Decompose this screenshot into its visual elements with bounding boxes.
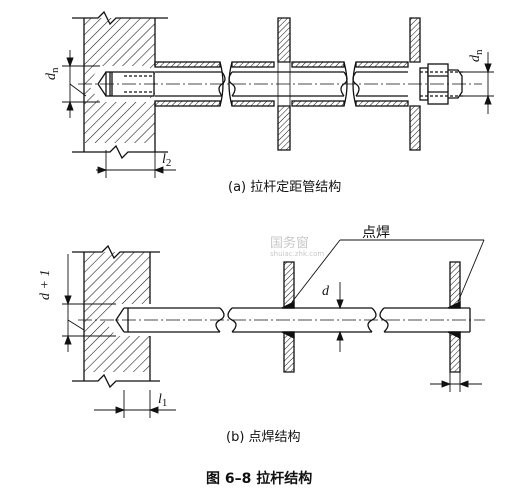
dim-dn-right-sub: n — [473, 49, 485, 56]
dim-label-dn-right: dn — [468, 50, 485, 63]
dim-d-rod — [336, 282, 344, 352]
dim-l2-sub: 2 — [165, 157, 172, 169]
dim-l2 — [96, 150, 176, 178]
dim-label-dn-left: dn — [44, 68, 61, 81]
figure-caption: 图 6–8 拉杆结构 — [206, 471, 313, 487]
caption-b: (b) 点焊结构 — [226, 430, 301, 445]
dim-l1-main: l — [158, 392, 162, 407]
baffle-plates-b — [281, 261, 461, 373]
baffle-plates-a — [277, 17, 421, 151]
dim-dn-right — [462, 52, 494, 114]
dim-dn-right-main: d — [468, 55, 483, 62]
dim-baffle-thickness — [430, 372, 482, 392]
dim-label-d-plus-1: d + 1 — [38, 269, 53, 300]
dim-l2-main: l — [162, 152, 166, 167]
watermark: 国务窗 — [270, 232, 309, 251]
dim-dn-left-main: d — [44, 73, 59, 80]
watermark-url: shuiac.zhk.com — [270, 250, 325, 258]
dim-l1 — [94, 390, 176, 418]
weld-label: 点焊 — [362, 225, 390, 241]
diagram-b — [62, 239, 485, 418]
dim-label-l1: l1 — [158, 392, 167, 409]
diagram-a — [62, 10, 494, 178]
dim-l1-sub: 1 — [161, 397, 168, 409]
dim-label-d-rod: d — [322, 284, 329, 299]
watermark-title: 国务窗 — [270, 236, 310, 251]
dim-dn-left-sub: n — [49, 67, 61, 74]
dim-label-l2: l2 — [162, 152, 171, 169]
dim-d-plus-1 — [62, 254, 116, 352]
tube-sheet-b — [72, 244, 160, 389]
dim-dn-left — [62, 50, 100, 118]
weld-leader-lines — [291, 239, 485, 303]
caption-a: (a) 拉杆定距管结构 — [228, 180, 342, 195]
